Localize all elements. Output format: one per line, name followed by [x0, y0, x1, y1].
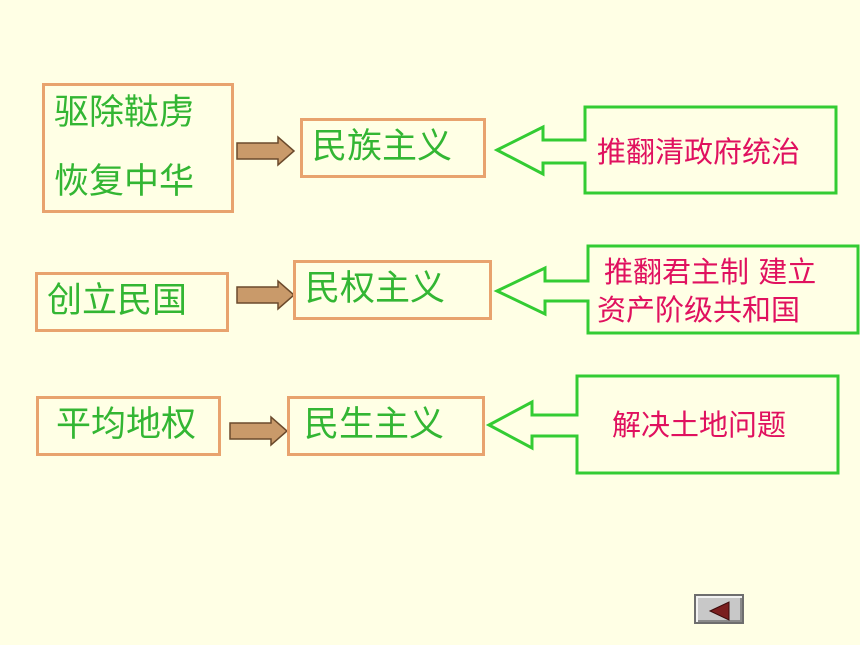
slogan-box-2	[35, 272, 229, 332]
goal-text-1: 推翻清政府统治	[597, 135, 801, 169]
goal-text-2b: 资产阶级共和国	[597, 293, 801, 327]
arrow-right-icon	[229, 415, 289, 447]
principle-box-3	[287, 396, 485, 456]
principle-box-1	[300, 118, 486, 178]
principle-text-1: 民族主义	[312, 127, 453, 167]
slogan-text-3: 平均地权	[56, 405, 197, 445]
arrow-right-icon	[236, 135, 296, 167]
back-button[interactable]	[694, 594, 744, 624]
principle-text-3: 民生主义	[304, 405, 445, 445]
arrow-right-icon	[236, 279, 296, 311]
slogan-text-1a: 驱除鞑虏	[54, 93, 195, 133]
principle-text-2: 民权主义	[305, 269, 446, 309]
slogan-text-2: 创立民国	[47, 281, 188, 321]
principle-box-2	[293, 260, 492, 320]
triangle-left-icon	[708, 601, 730, 621]
slogan-text-1b: 恢复中华	[54, 162, 195, 202]
goal-text-2a: 推翻君主制 建立	[604, 255, 817, 289]
slogan-box-1	[42, 83, 234, 213]
slogan-box-3	[36, 396, 221, 456]
goal-text-3: 解决土地问题	[612, 408, 787, 442]
